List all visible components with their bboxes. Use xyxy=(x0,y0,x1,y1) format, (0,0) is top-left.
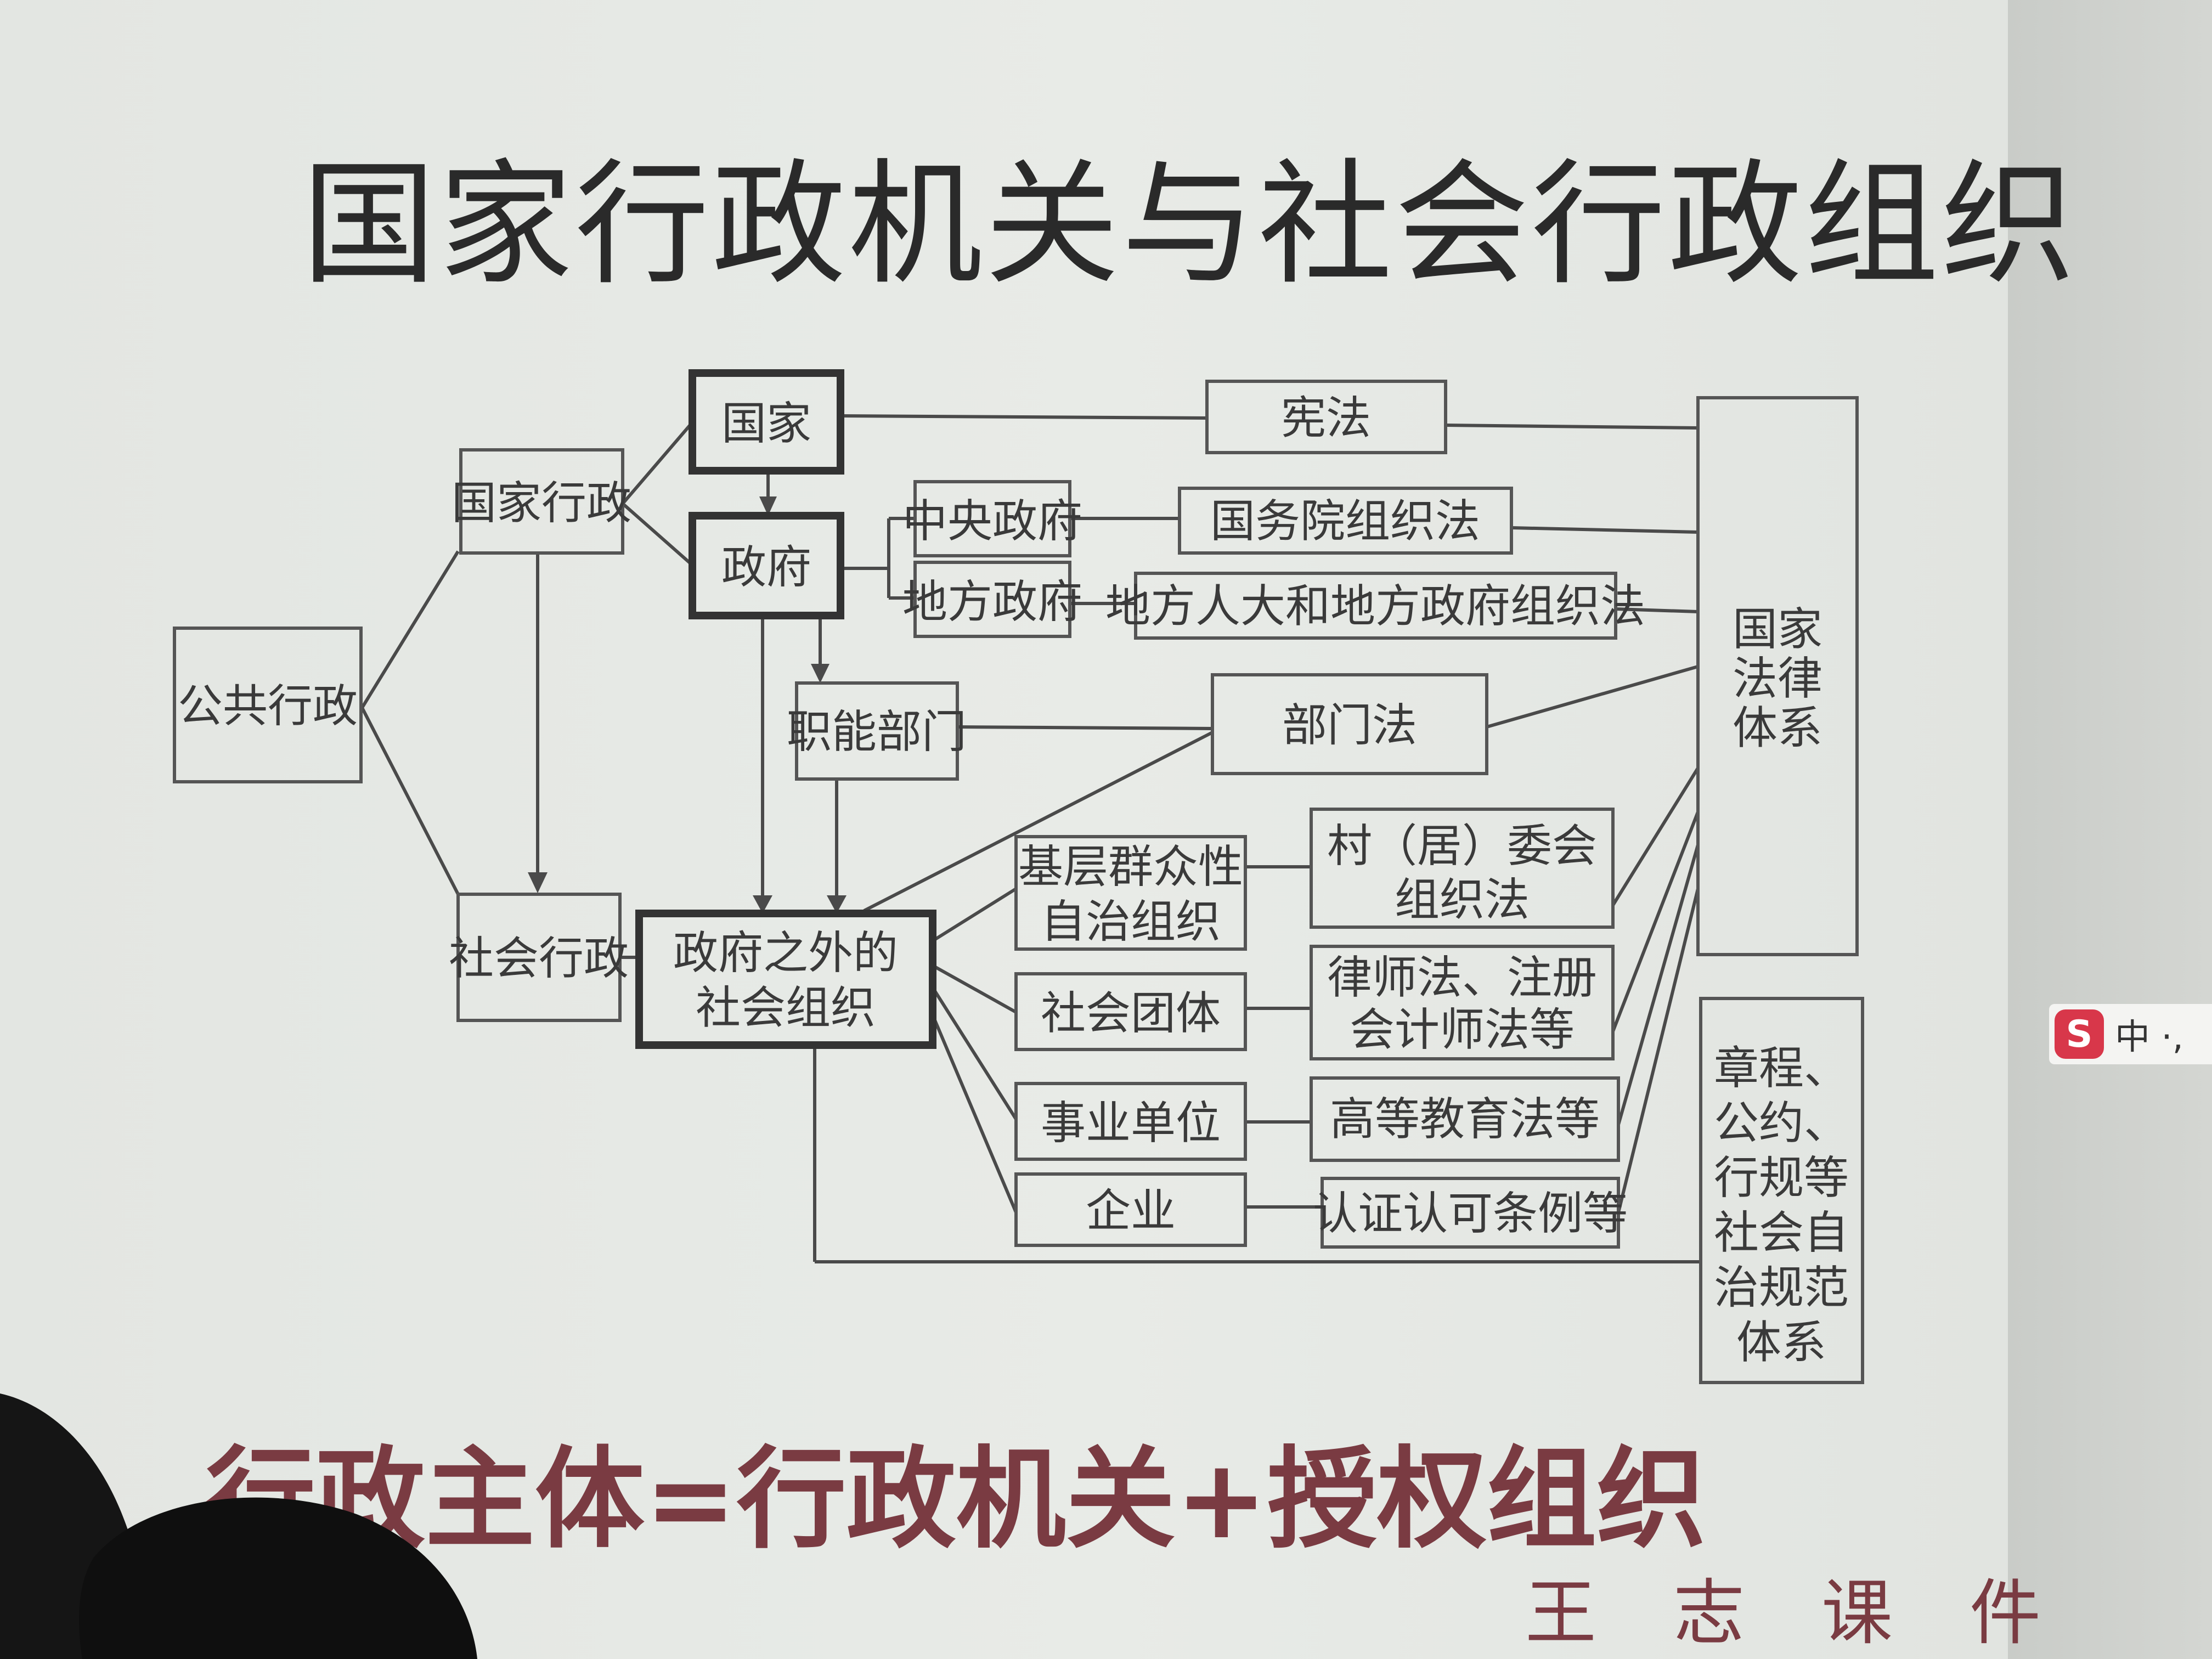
diagram-labels: 公共行政 国家行政 社会行政 国家 政府 中央政府 地方政府 职能部门 政府之外… xyxy=(178,392,1849,1369)
box-state-council-law xyxy=(1178,487,1513,555)
box-state-admin xyxy=(459,448,624,555)
label-lawyer-law-1: 律师法、注册 xyxy=(1327,952,1597,1004)
box-non-gov-org xyxy=(635,910,936,1049)
slide-title: 国家行政机关与社会行政组织 xyxy=(302,146,2078,303)
label-non-gov-org-2: 社会组织 xyxy=(696,982,876,1034)
audience-heads xyxy=(0,1393,478,1659)
label-public-institution: 事业单位 xyxy=(1041,1097,1221,1149)
box-national-legal-system xyxy=(1696,396,1859,956)
box-public-admin xyxy=(173,627,363,783)
box-grassroots xyxy=(1014,835,1247,951)
label-dept-law: 部门法 xyxy=(1282,699,1417,752)
label-state: 国家 xyxy=(721,398,811,450)
box-constitution xyxy=(1205,380,1447,454)
label-public-admin: 公共行政 xyxy=(178,680,358,732)
label-non-gov-org-1: 政府之外的 xyxy=(673,927,898,979)
box-local-gov xyxy=(913,561,1071,638)
slide-background xyxy=(0,0,2008,1659)
box-social-admin xyxy=(456,893,622,1022)
label-autonomy-2: 公约、 xyxy=(1714,1097,1849,1149)
label-local-gov: 地方政府 xyxy=(902,576,1082,628)
label-autonomy-3: 行规等 xyxy=(1714,1152,1849,1204)
label-grassroots-2: 自治组织 xyxy=(1041,896,1221,948)
label-functional-dept: 职能部门 xyxy=(787,706,967,758)
org-diagram: 公共行政 国家行政 社会行政 国家 政府 中央政府 地方政府 职能部门 政府之外… xyxy=(173,369,1864,1384)
box-lawyer-law xyxy=(1310,945,1615,1060)
label-social-groups: 社会团体 xyxy=(1041,988,1221,1040)
label-autonomy-1: 章程、 xyxy=(1714,1042,1849,1094)
ime-logo-icon[interactable]: S xyxy=(2055,1009,2104,1059)
label-village-law-2: 组织法 xyxy=(1395,874,1530,926)
box-dept-law xyxy=(1211,673,1488,775)
label-enterprise: 企业 xyxy=(1086,1185,1176,1237)
box-government xyxy=(689,512,844,619)
label-higher-edu-law: 高等教育法等 xyxy=(1330,1093,1600,1146)
box-local-org-law xyxy=(1134,572,1617,640)
label-government: 政府 xyxy=(721,541,811,594)
box-higher-edu-law xyxy=(1310,1076,1620,1162)
diagram-connectors xyxy=(360,414,1701,1263)
diagram-boxes xyxy=(173,369,1864,1384)
label-social-admin: 社会行政 xyxy=(449,933,629,985)
label-constitution: 宪法 xyxy=(1281,392,1371,444)
label-autonomy-4: 社会自 xyxy=(1714,1207,1849,1259)
label-state-admin: 国家行政 xyxy=(452,477,631,529)
label-state-council-law: 国务院组织法 xyxy=(1210,495,1480,548)
label-local-org-law: 地方人大和地方政府组织法 xyxy=(1105,580,1645,633)
box-central-gov xyxy=(913,480,1071,557)
label-national-legal-3: 体系 xyxy=(1733,702,1822,754)
label-autonomy-6: 体系 xyxy=(1736,1317,1826,1369)
label-national-legal-2: 法律 xyxy=(1733,653,1822,705)
box-certification-reg xyxy=(1321,1177,1620,1249)
label-grassroots-1: 基层群众性 xyxy=(1018,841,1243,893)
projection-wall xyxy=(2008,0,2212,1659)
label-certification-reg: 认证认可条例等 xyxy=(1313,1188,1628,1240)
box-village-law xyxy=(1310,808,1615,929)
label-central-gov: 中央政府 xyxy=(902,495,1082,548)
box-state xyxy=(689,369,844,475)
formula-text: 行政主体=行政机关+授权组织 xyxy=(206,1436,1707,1564)
box-functional-dept xyxy=(795,681,959,781)
ime-toolbar[interactable]: S 中 ·, xyxy=(2049,1004,2212,1064)
audience-head-right xyxy=(79,1497,478,1659)
box-enterprise xyxy=(1014,1172,1247,1247)
box-autonomy-norms xyxy=(1699,997,1864,1384)
ime-mode-label[interactable]: 中 ·, xyxy=(2115,1017,2184,1058)
label-autonomy-5: 治规范 xyxy=(1714,1262,1849,1314)
label-national-legal-1: 国家 xyxy=(1733,603,1822,656)
box-social-groups xyxy=(1014,972,1247,1051)
author-credit: 王志课件 xyxy=(1525,1571,2118,1655)
label-lawyer-law-2: 会计师法等 xyxy=(1350,1004,1575,1056)
box-public-institution xyxy=(1014,1082,1247,1161)
label-village-law-1: 村（居）委会 xyxy=(1327,820,1597,872)
